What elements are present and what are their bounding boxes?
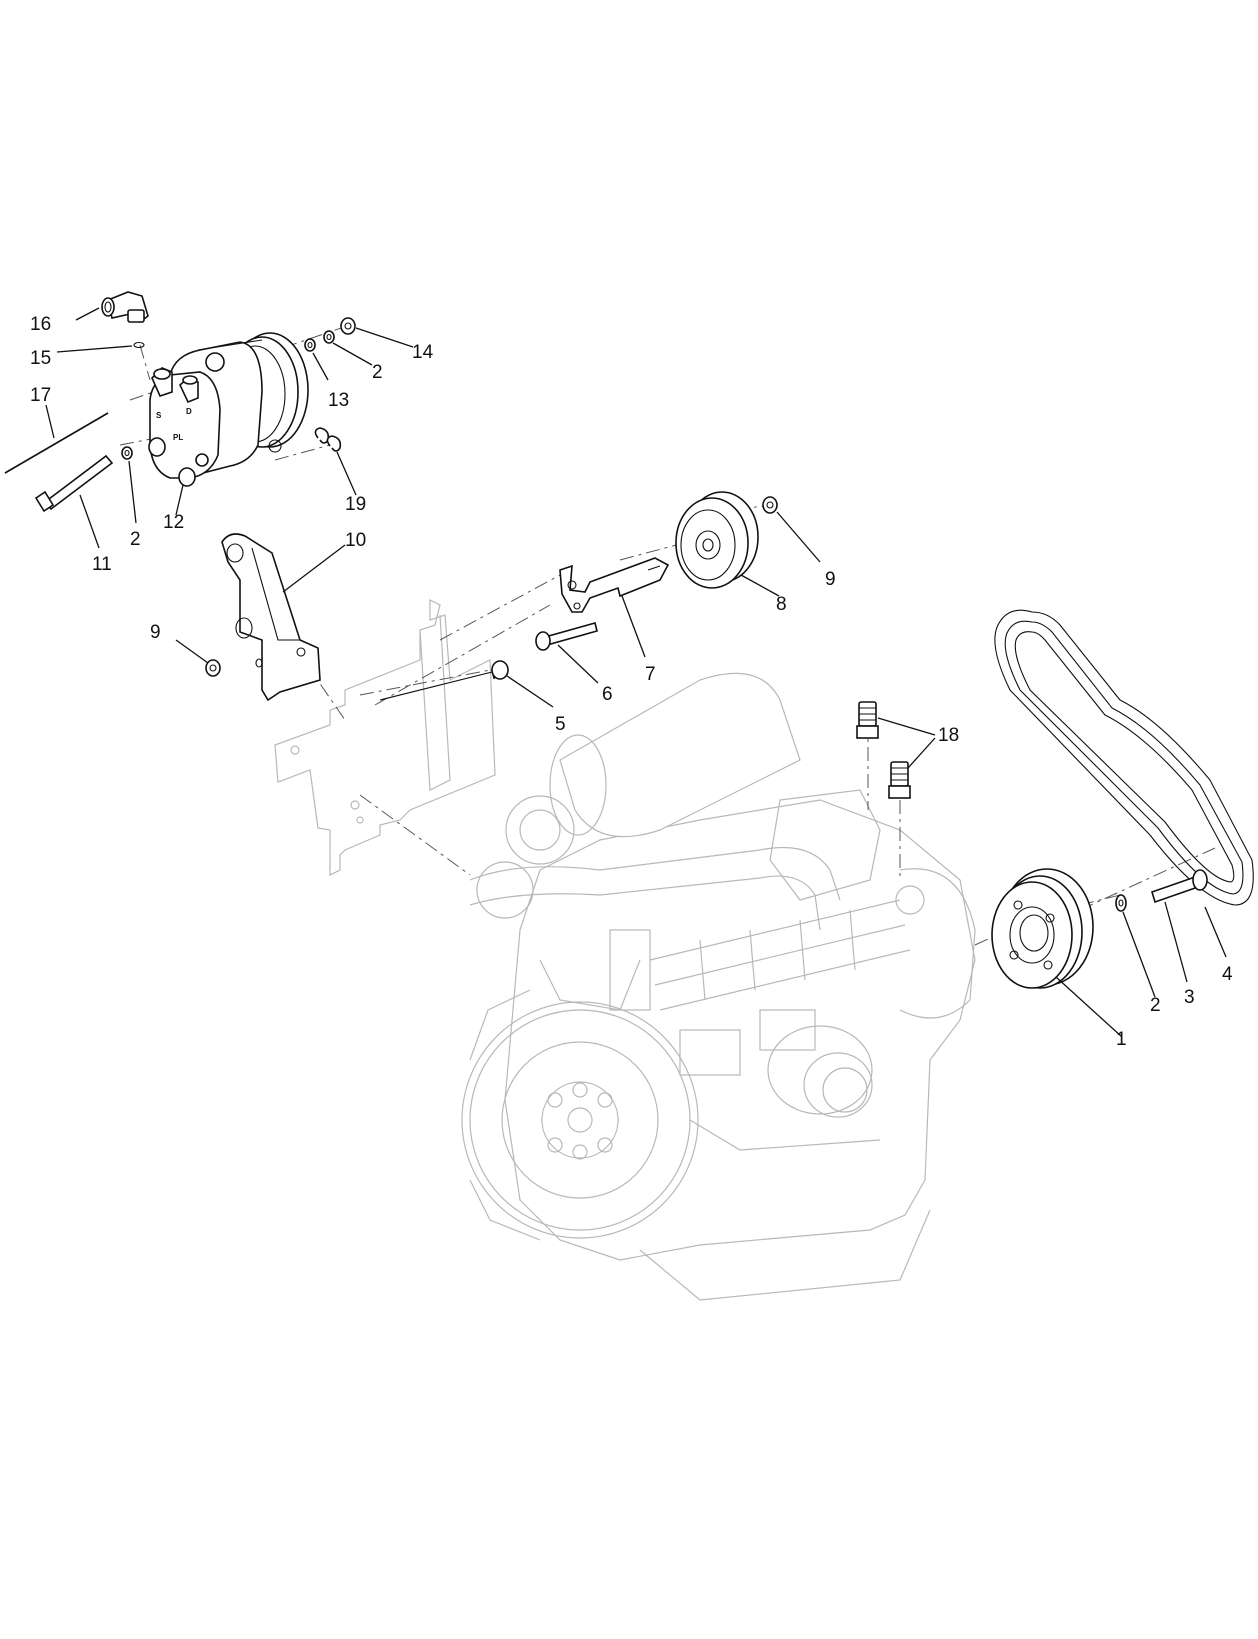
pulley-bolt [1151, 869, 1208, 904]
callout-15: 15 [30, 348, 51, 369]
callout-4: 4 [1222, 964, 1233, 985]
idler-nut [762, 496, 778, 514]
compressor-marking-discharge: D [186, 407, 192, 416]
callout-3: 3 [1184, 987, 1195, 1008]
spacer-clips [314, 427, 342, 452]
callout-9-bracket-nut: 9 [150, 622, 161, 643]
long-bolt [34, 454, 114, 513]
callout-7: 7 [645, 664, 656, 685]
threaded-rod [4, 412, 109, 474]
o-ring [133, 341, 145, 349]
callout-6: 6 [602, 684, 613, 705]
callout-2-bolt-washer: 2 [130, 529, 141, 550]
compressor-lock-washer [304, 338, 316, 352]
callout-19: 19 [345, 494, 366, 515]
drive-belt [994, 609, 1254, 906]
idler-bracket [559, 557, 670, 613]
pulley-washer [1115, 894, 1127, 912]
compressor-bolt-washer [121, 446, 133, 460]
callout-13: 13 [328, 390, 349, 411]
callout-labels: 1 2 2 2 3 4 5 6 7 8 9 9 10 11 12 13 14 1… [30, 314, 1233, 1050]
idler-pulley [675, 491, 759, 589]
callout-14: 14 [412, 342, 434, 363]
crankshaft-pulley [991, 868, 1094, 989]
leader-lines [45, 307, 1227, 1038]
bracket-nut [205, 659, 221, 677]
fitting-lower [888, 761, 911, 799]
callout-11: 11 [92, 554, 112, 575]
callout-1: 1 [1116, 1029, 1127, 1050]
callout-18: 18 [938, 725, 959, 746]
mounting-bracket-plate-ghost [274, 599, 496, 876]
callout-9-idler-nut: 9 [825, 569, 836, 590]
callout-16: 16 [30, 314, 51, 335]
compressor-mounting-bracket [221, 533, 321, 702]
fitting-upper [856, 701, 879, 739]
compressor-marking-pl: PL [173, 433, 183, 442]
engine-assembly-ghost [461, 672, 976, 1301]
compressor-nut [340, 317, 356, 335]
bracket-pin [379, 660, 509, 701]
callout-2-compressor-washer: 2 [372, 362, 383, 383]
callout-12: 12 [163, 512, 184, 533]
compressor-flat-washer [323, 330, 335, 344]
elbow-fitting [101, 291, 149, 324]
compressor-marking-suction: S [156, 411, 162, 420]
ac-compressor: S D PL [148, 332, 309, 487]
callout-10: 10 [345, 530, 366, 551]
callout-8: 8 [776, 594, 787, 615]
callout-2-pulley-washer: 2 [1150, 995, 1161, 1016]
idler-pivot-pin [535, 622, 598, 651]
callout-5: 5 [555, 714, 566, 735]
callout-17: 17 [30, 385, 51, 406]
